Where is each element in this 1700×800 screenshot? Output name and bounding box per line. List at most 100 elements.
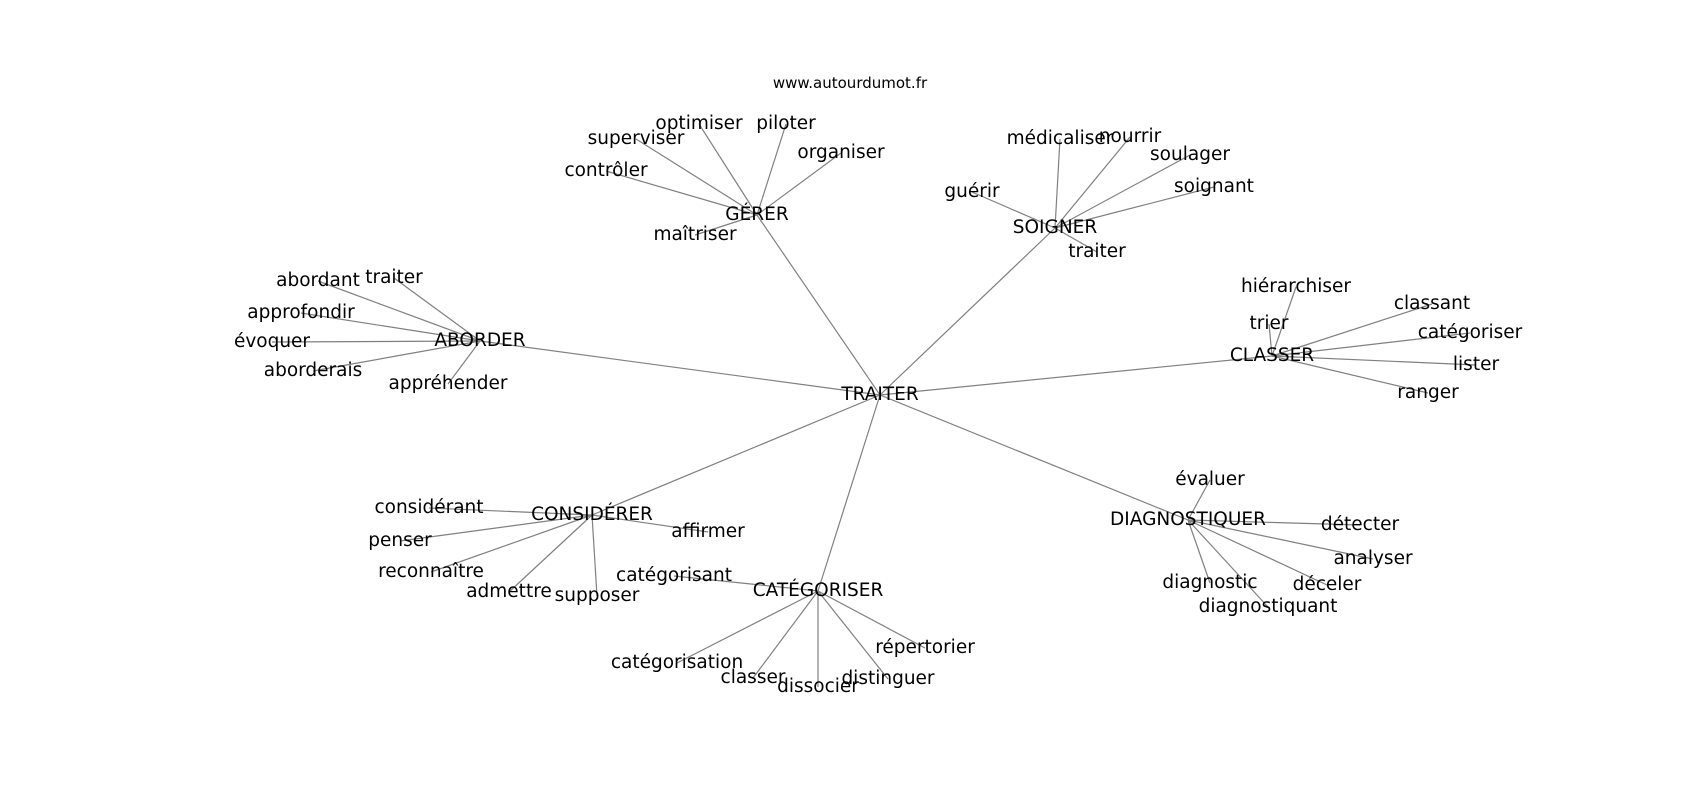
edge-1-3 [971,191,1056,229]
group-node-label: DIAGNOSTIQUER [1110,509,1266,530]
edge-3-5 [1271,355,1429,394]
leaf-node-label: supposer [555,585,640,606]
edge-5-3 [1187,519,1211,584]
edge-6-5 [817,590,889,680]
edge-center-2 [479,340,881,396]
edge-center-0 [756,214,881,396]
center-node-label: TRAITER [840,384,919,405]
edge-0-3 [756,152,842,216]
edge-4-5 [591,514,598,597]
edge-4-1 [399,514,593,542]
leaf-node-label: abordant [276,270,360,291]
leaf-node-label: hiérarchiser [1241,276,1351,297]
leaf-node-label: traiter [365,267,423,288]
edge-3-2 [1268,323,1273,357]
leaf-node-label: soignant [1174,176,1254,197]
edge-3-1 [1271,303,1433,357]
edge-2-4 [312,340,481,372]
edge-5-5 [1187,519,1269,608]
source-label: www.autourdumot.fr [773,74,928,92]
edge-1-0 [1054,138,1061,229]
edge-center-6 [817,394,881,592]
leaf-node-label: catégoriser [1418,322,1523,343]
leaf-node-label: maîtriser [653,224,737,245]
edge-0-0 [698,123,758,216]
group-node-label: CLASSER [1230,345,1314,366]
edge-6-1 [676,590,819,664]
edge-1-5 [1054,227,1098,253]
edge-4-0 [428,507,593,516]
group-node-label: GÉRER [725,203,789,225]
edge-4-2 [591,514,709,533]
edge-6-2 [817,590,926,649]
edge-5-4 [1187,519,1328,586]
leaf-node-label: ranger [1397,382,1459,403]
edge-2-0 [317,280,481,342]
edge-1-1 [1054,136,1131,229]
leaf-node-label: contrôler [564,160,648,181]
edge-3-4 [1271,355,1477,366]
leaf-node-label: organiser [797,142,885,163]
leaf-node-label: affirmer [671,521,745,542]
edge-0-1 [756,123,787,216]
group-node-label: CATÉGORISER [753,579,884,601]
edge-1-4 [1054,186,1215,229]
edge-center-1 [879,227,1056,396]
leaf-node-label: approfondir [247,302,355,323]
leaf-node-label: trier [1250,313,1289,334]
leaf-node-label: piloter [756,113,816,134]
leaf-node-label: penser [368,530,432,551]
edge-6-0 [673,575,819,592]
edge-3-3 [1271,332,1471,357]
edge-2-3 [271,340,481,343]
edge-2-2 [300,312,481,342]
leaf-node-label: nourrir [1099,126,1162,147]
edge-6-3 [752,590,819,679]
leaf-node-label: analyser [1333,548,1413,569]
edges [271,123,1477,687]
leaf-node-label: répertorier [875,637,975,658]
leaf-node-label: superviser [588,128,685,149]
leaf-node-label: classant [1394,293,1470,314]
leaf-node-label: catégorisant [616,565,732,586]
edge-1-2 [1054,154,1191,229]
leaf-node-label: aborderais [264,360,363,381]
leaf-node-label: lister [1453,354,1500,375]
leaf-node-label: distinguer [841,668,934,689]
edge-2-5 [447,340,481,385]
leaf-node-label: détecter [1321,514,1400,535]
leaf-node-label: diagnostiquant [1199,596,1338,617]
group-node-label: ABORDER [434,330,525,351]
leaf-node-label: évaluer [1175,469,1245,490]
leaf-node-label: appréhender [389,373,508,394]
edge-4-3 [430,514,593,573]
edge-center-4 [591,394,881,516]
leaf-node-label: soulager [1150,144,1230,165]
leaf-node-label: catégorisation [611,652,743,673]
leaf-node-label: diagnostic [1162,572,1257,593]
leaf-node-label: déceler [1293,574,1362,595]
leaf-node-label: considérant [374,497,483,518]
leaf-node-label: traiter [1068,241,1126,262]
leaf-node-label: évoquer [234,331,310,352]
edge-5-2 [1187,519,1374,560]
edge-0-4 [605,170,758,216]
edge-5-0 [1187,479,1211,521]
leaf-node-label: dissocier [777,676,859,697]
edge-3-0 [1271,286,1297,357]
edge-2-1 [393,277,481,342]
edge-5-1 [1187,519,1361,526]
leaf-node-label: reconnaître [378,561,484,582]
leaf-node-label: médicaliser [1007,128,1114,149]
edge-0-5 [694,214,758,236]
edge-center-5 [879,394,1189,521]
leaf-node-label: optimiser [655,113,743,134]
edge-0-2 [635,138,758,216]
leaf-node-label: guérir [944,181,1000,202]
group-node-label: CONSIDÉRER [531,503,653,525]
labels: TRAITER GÉRER optimiser piloter superviser or… [234,113,1523,697]
edge-center-3 [879,355,1273,396]
group-node-label: SOIGNER [1013,217,1098,238]
leaf-node-label: admettre [466,581,552,602]
